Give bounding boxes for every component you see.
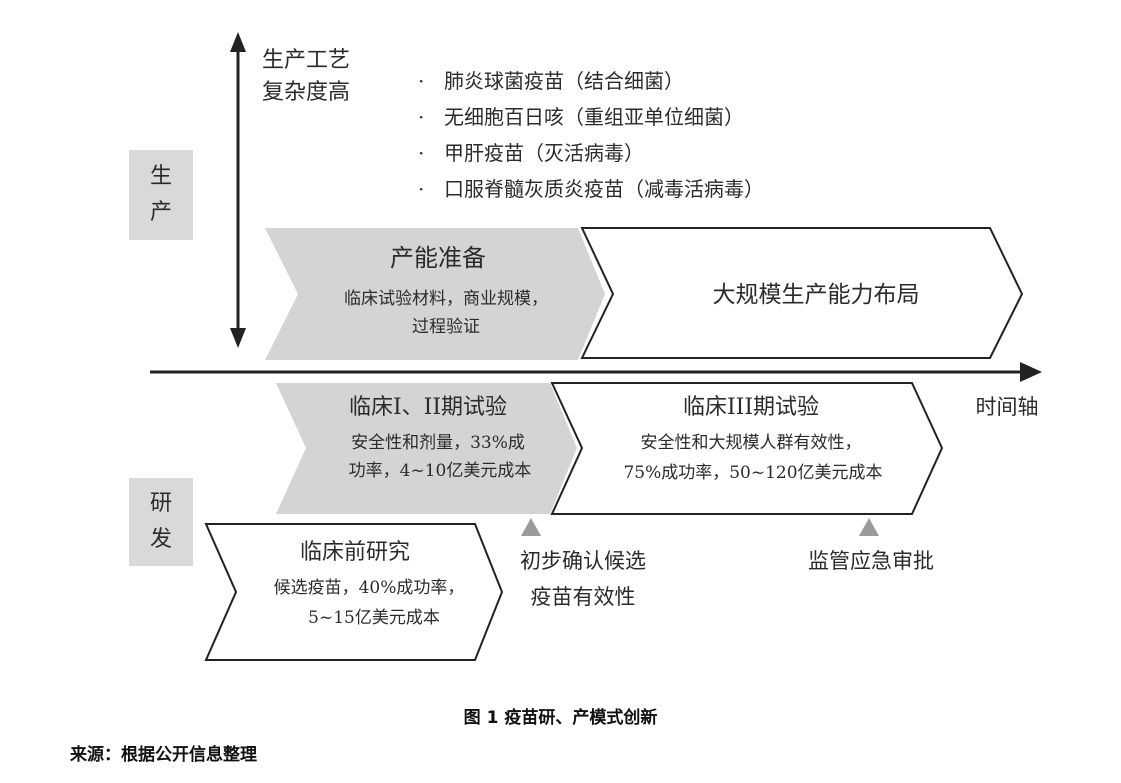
approval-milestone-label: 监管应急审批 xyxy=(808,549,934,573)
phase3-chevron xyxy=(550,382,944,515)
bullet: · xyxy=(418,105,424,129)
research-label-box xyxy=(129,478,193,566)
candidate-milestone-line-2: 疫苗有效性 xyxy=(531,585,636,609)
large-scale-production-chevron xyxy=(580,227,1024,359)
source-note: 来源：根据公开信息整理 xyxy=(70,745,257,765)
preclinical-line-1: 候选疫苗，40%成功率， xyxy=(274,578,465,598)
capacity-prep-title: 产能准备 xyxy=(390,244,486,272)
research-label-char-1: 研 xyxy=(150,491,172,516)
phase12-title: 临床I、II期试验 xyxy=(349,395,507,420)
candidate-milestone-marker xyxy=(521,518,541,536)
bullet: · xyxy=(418,177,424,201)
vaccine-example: 肺炎球菌疫苗（结合细菌） xyxy=(444,69,684,93)
preclinical-chevron xyxy=(204,523,504,661)
bullet: · xyxy=(418,69,424,93)
production-label-char-2: 产 xyxy=(150,200,172,225)
time-axis-arrow xyxy=(1020,362,1042,382)
bullet: · xyxy=(418,141,424,165)
complexity-axis-arrow-up xyxy=(230,32,246,52)
time-axis-label: 时间轴 xyxy=(976,395,1039,419)
phase12-line-2: 功率，4~10亿美元成本 xyxy=(349,461,532,481)
candidate-milestone-line-1: 初步确认候选 xyxy=(520,549,646,573)
approval-milestone-marker xyxy=(859,518,879,536)
complexity-label-line-1: 生产工艺 xyxy=(262,48,350,73)
figure-caption: 图 1 疫苗研、产模式创新 xyxy=(463,708,658,728)
production-label-box xyxy=(129,150,193,240)
phase3-line-1: 安全性和大规模人群有效性， xyxy=(641,433,862,453)
capacity-prep-line-1: 临床试验材料，商业规模， xyxy=(344,289,548,309)
capacity-prep-line-2: 过程验证 xyxy=(412,317,480,337)
vaccine-example: 甲肝疫苗（灭活病毒） xyxy=(444,141,644,165)
vaccine-example: 口服脊髓灰质炎疫苗（减毒活病毒） xyxy=(444,177,764,201)
complexity-axis-arrow-down xyxy=(230,328,246,348)
preclinical-title: 临床前研究 xyxy=(300,540,410,565)
phase12-line-1: 安全性和剂量，33%成 xyxy=(351,433,525,453)
capacity-prep-chevron xyxy=(265,228,605,360)
research-label-char-2: 发 xyxy=(150,527,172,552)
phase3-title: 临床III期试验 xyxy=(683,395,819,420)
phase3-line-2: 75%成功率，50~120亿美元成本 xyxy=(623,463,882,483)
large-scale-production-title: 大规模生产能力布局 xyxy=(713,282,920,308)
complexity-label-line-2: 复杂度高 xyxy=(262,80,350,105)
vaccine-example: 无细胞百日咳（重组亚单位细菌） xyxy=(444,105,744,129)
preclinical-line-2: 5~15亿美元成本 xyxy=(308,608,440,628)
vaccine-example-list: · 肺炎球菌疫苗（结合细菌） · 无细胞百日咳（重组亚单位细菌） · 甲肝疫苗（… xyxy=(418,69,764,201)
phase12-chevron xyxy=(276,383,577,514)
production-label-char-1: 生 xyxy=(150,164,172,189)
